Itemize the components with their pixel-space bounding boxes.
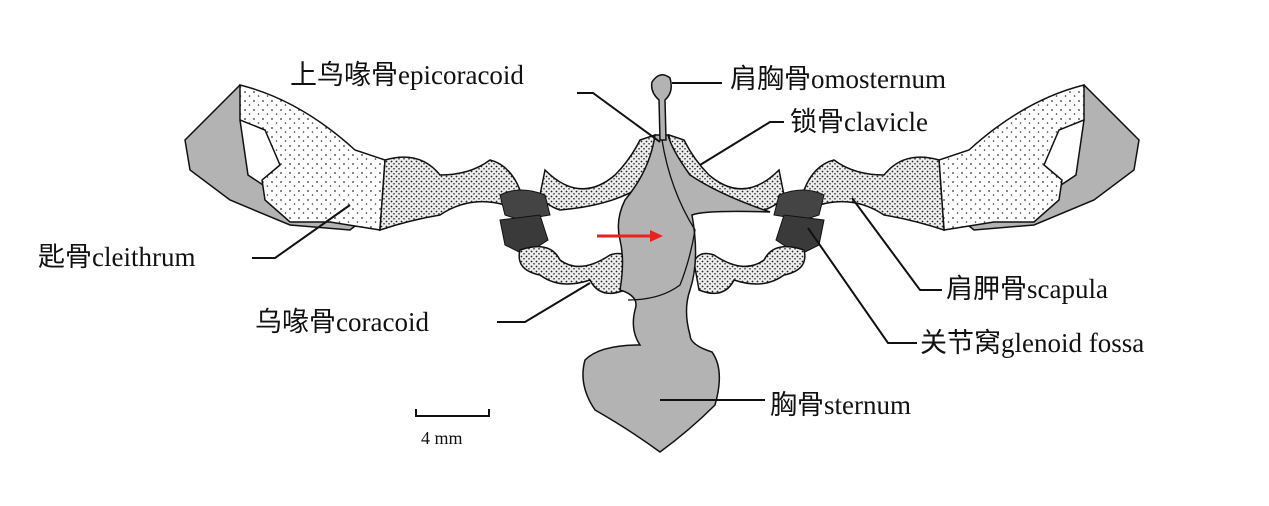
left-girdle-half <box>184 84 656 295</box>
label-coracoid: 乌喙骨coracoid <box>255 307 429 337</box>
glenoid-fossa-leader <box>807 227 917 344</box>
label-clavicle: 锁骨clavicle <box>790 107 928 137</box>
coracoid-leader <box>497 282 591 323</box>
clavicle-leader <box>699 121 784 166</box>
label-glenoid-fossa: 关节窝glenoid fossa <box>920 328 1144 358</box>
label-cleithrum: 匙骨cleithrum <box>38 242 195 272</box>
scapula-leader <box>851 197 942 291</box>
omosternum-shape <box>650 74 672 141</box>
scale-bar-label: 4 mm <box>421 428 463 448</box>
epicoracoid-overlap-line <box>627 139 696 301</box>
red-arrow <box>597 230 663 242</box>
label-epicoracoid: 上鸟喙骨epicoracoid <box>290 60 524 90</box>
epicoracoid-leader <box>577 92 661 143</box>
label-scapula: 肩胛骨scapula <box>946 274 1108 304</box>
sternum-shape <box>582 134 771 453</box>
label-omosternum: 肩胸骨omosternum <box>730 64 946 94</box>
scale-bar: 4 mm <box>415 409 490 448</box>
label-sternum: 胸骨sternum <box>770 390 911 420</box>
cleithrum-leader <box>252 204 351 259</box>
